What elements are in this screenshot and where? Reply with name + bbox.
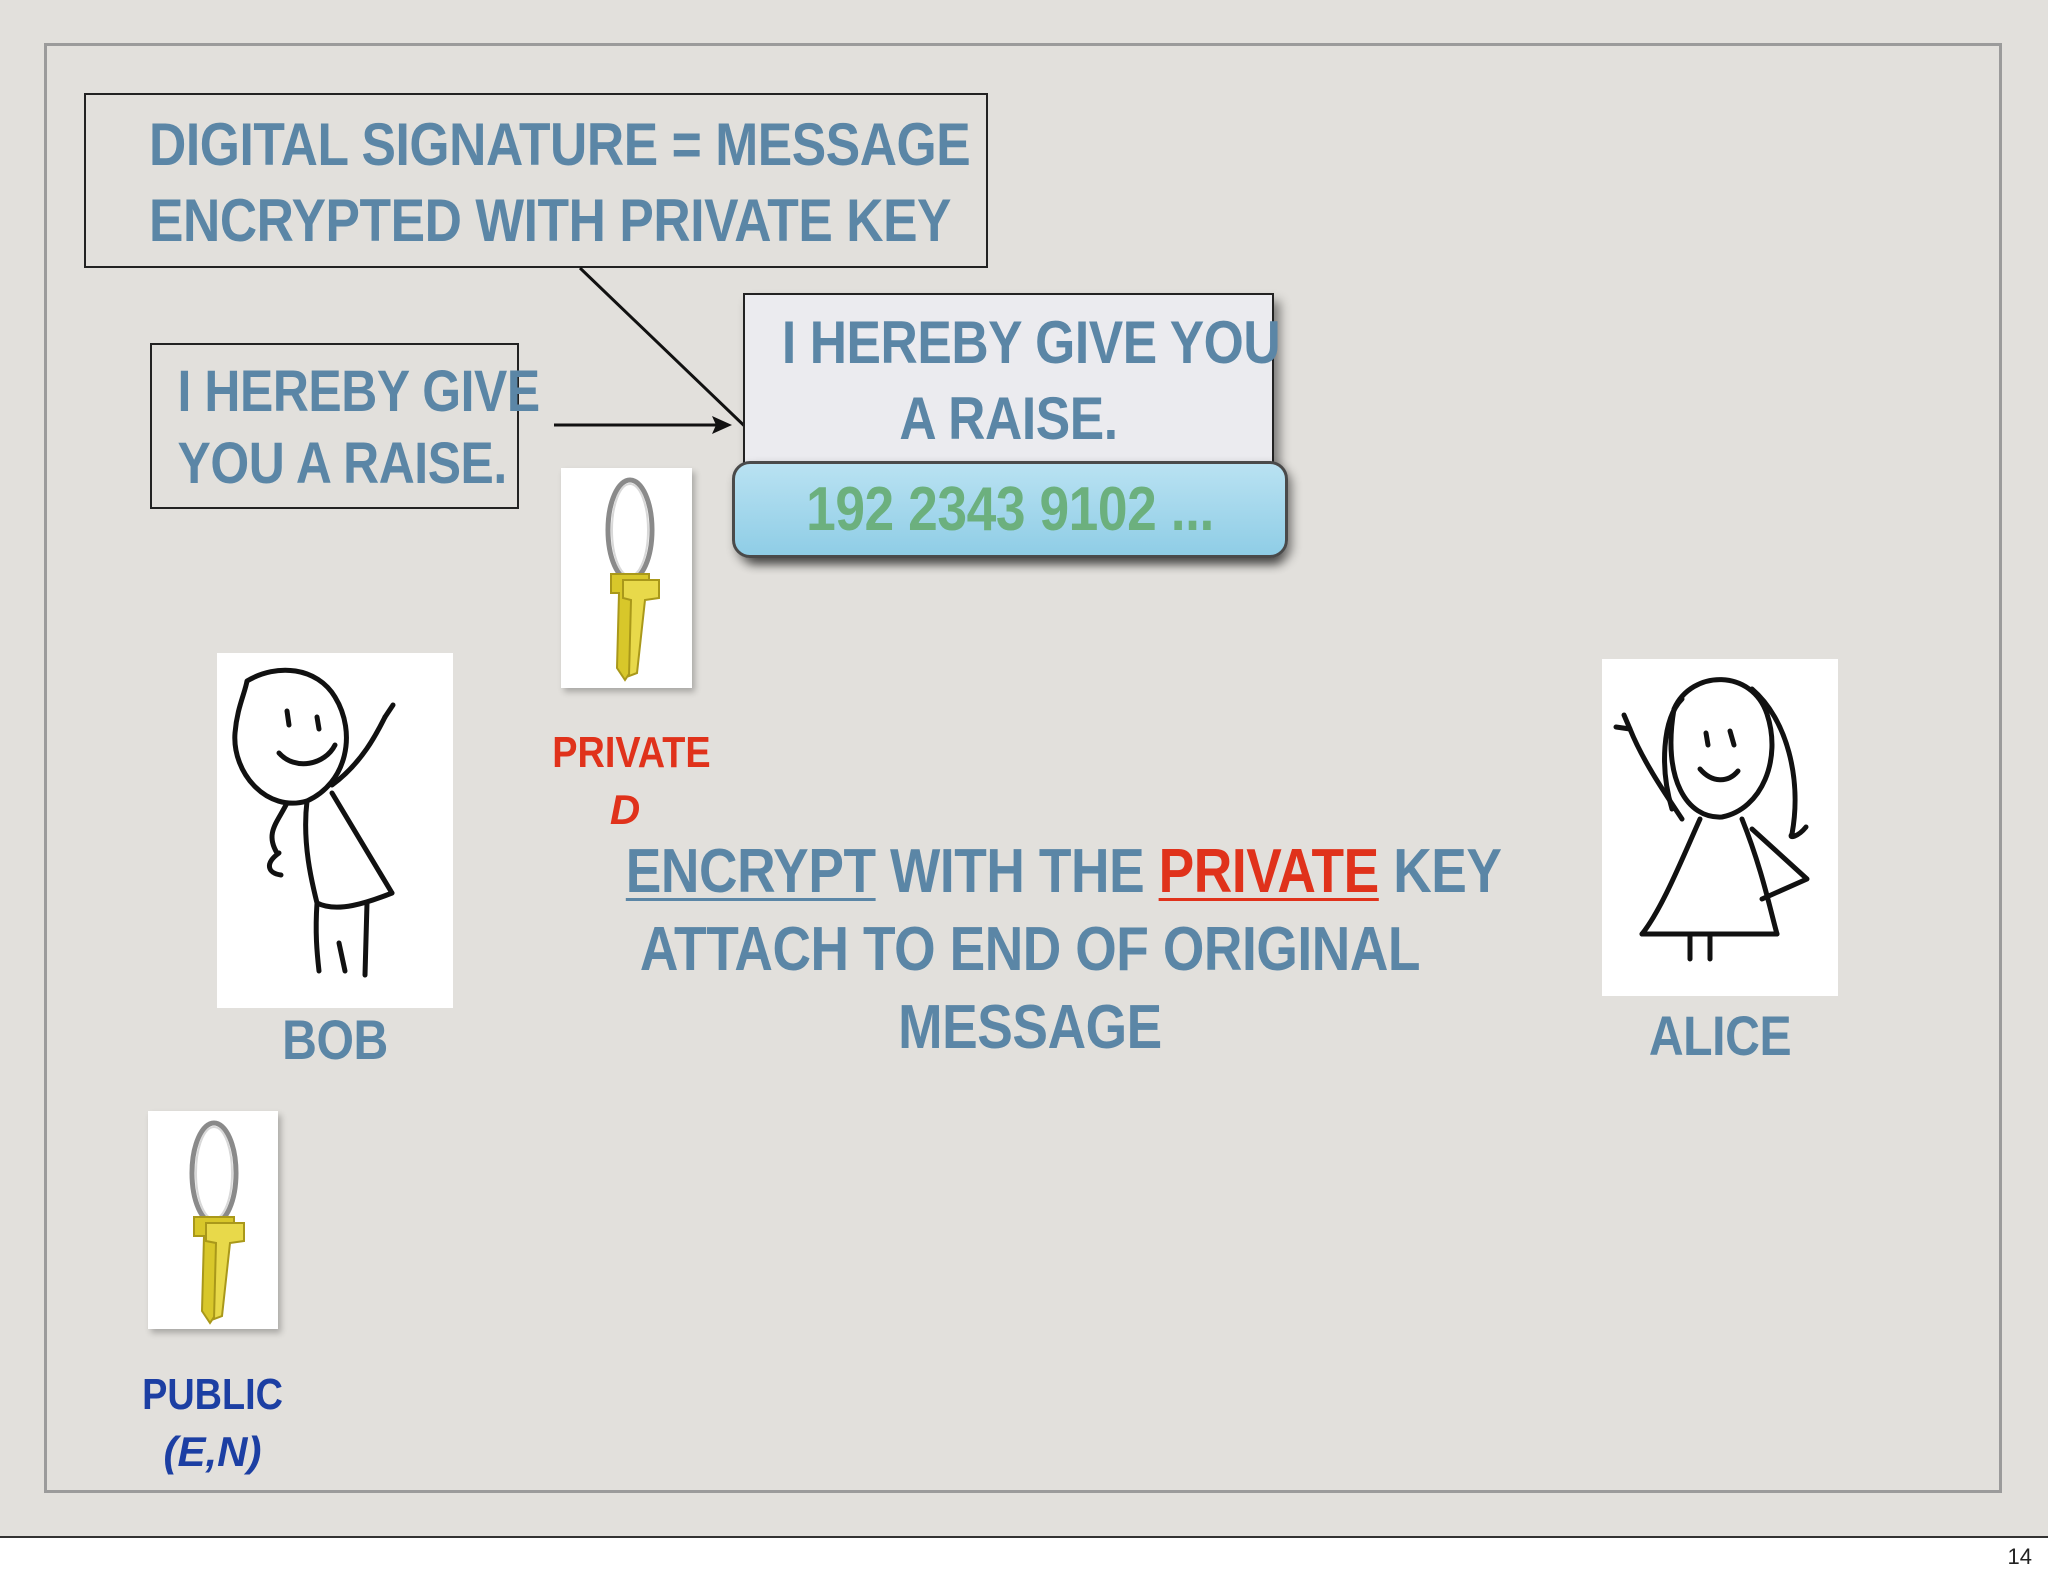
instruction-encrypt-word: ENCRYPT [625, 837, 876, 906]
instruction-key-word: KEY [1393, 837, 1502, 906]
plain-message-box: I HEREBY GIVE YOU A RAISE. [150, 343, 541, 509]
definition-box: DIGITAL SIGNATURE = MESSAGE ENCRYPTED WI… [84, 93, 988, 268]
signed-message-line-1: I HEREBY GIVE YOU [781, 309, 1281, 376]
cipher-box: 192 2343 9102 ... [732, 461, 1288, 558]
private-key-label: PRIVATE [552, 728, 711, 777]
instruction-line-2: ATTACH TO END OF ORIGINAL [639, 915, 1421, 984]
bob-label: BOB [282, 1008, 388, 1071]
page-number: 14 [2007, 1544, 2032, 1569]
private-key-icon [561, 468, 692, 688]
public-key-icon [148, 1111, 278, 1329]
instruction-with-the: WITH THE [889, 837, 1145, 906]
arrow-right-icon [554, 416, 732, 434]
public-key-symbol: (E,N) [163, 1428, 262, 1475]
slide-frame [44, 43, 2002, 1493]
slide: DIGITAL SIGNATURE = MESSAGE ENCRYPTED WI… [0, 0, 2048, 1536]
instruction-private-word: PRIVATE [1158, 837, 1380, 906]
signed-message-line-2: A RAISE. [899, 385, 1118, 452]
definition-line-1: DIGITAL SIGNATURE = MESSAGE [149, 111, 971, 178]
footer-divider [0, 1536, 2048, 1538]
alice-figure [1602, 659, 1838, 996]
plain-message-line-1: I HEREBY GIVE [177, 359, 541, 424]
cipher-text: 192 2343 9102 ... [806, 475, 1214, 544]
public-key-label: PUBLIC [142, 1370, 283, 1419]
private-key-symbol: D [609, 786, 641, 833]
bob-figure [217, 653, 453, 1008]
instruction-line-3: MESSAGE [898, 993, 1162, 1062]
definition-line-2: ENCRYPTED WITH PRIVATE KEY [149, 187, 952, 254]
alice-label: ALICE [1648, 1004, 1792, 1067]
instruction-line-1: ENCRYPT WITH THE PRIVATE KEY [625, 833, 1502, 911]
plain-message-line-2: YOU A RAISE. [177, 431, 508, 496]
